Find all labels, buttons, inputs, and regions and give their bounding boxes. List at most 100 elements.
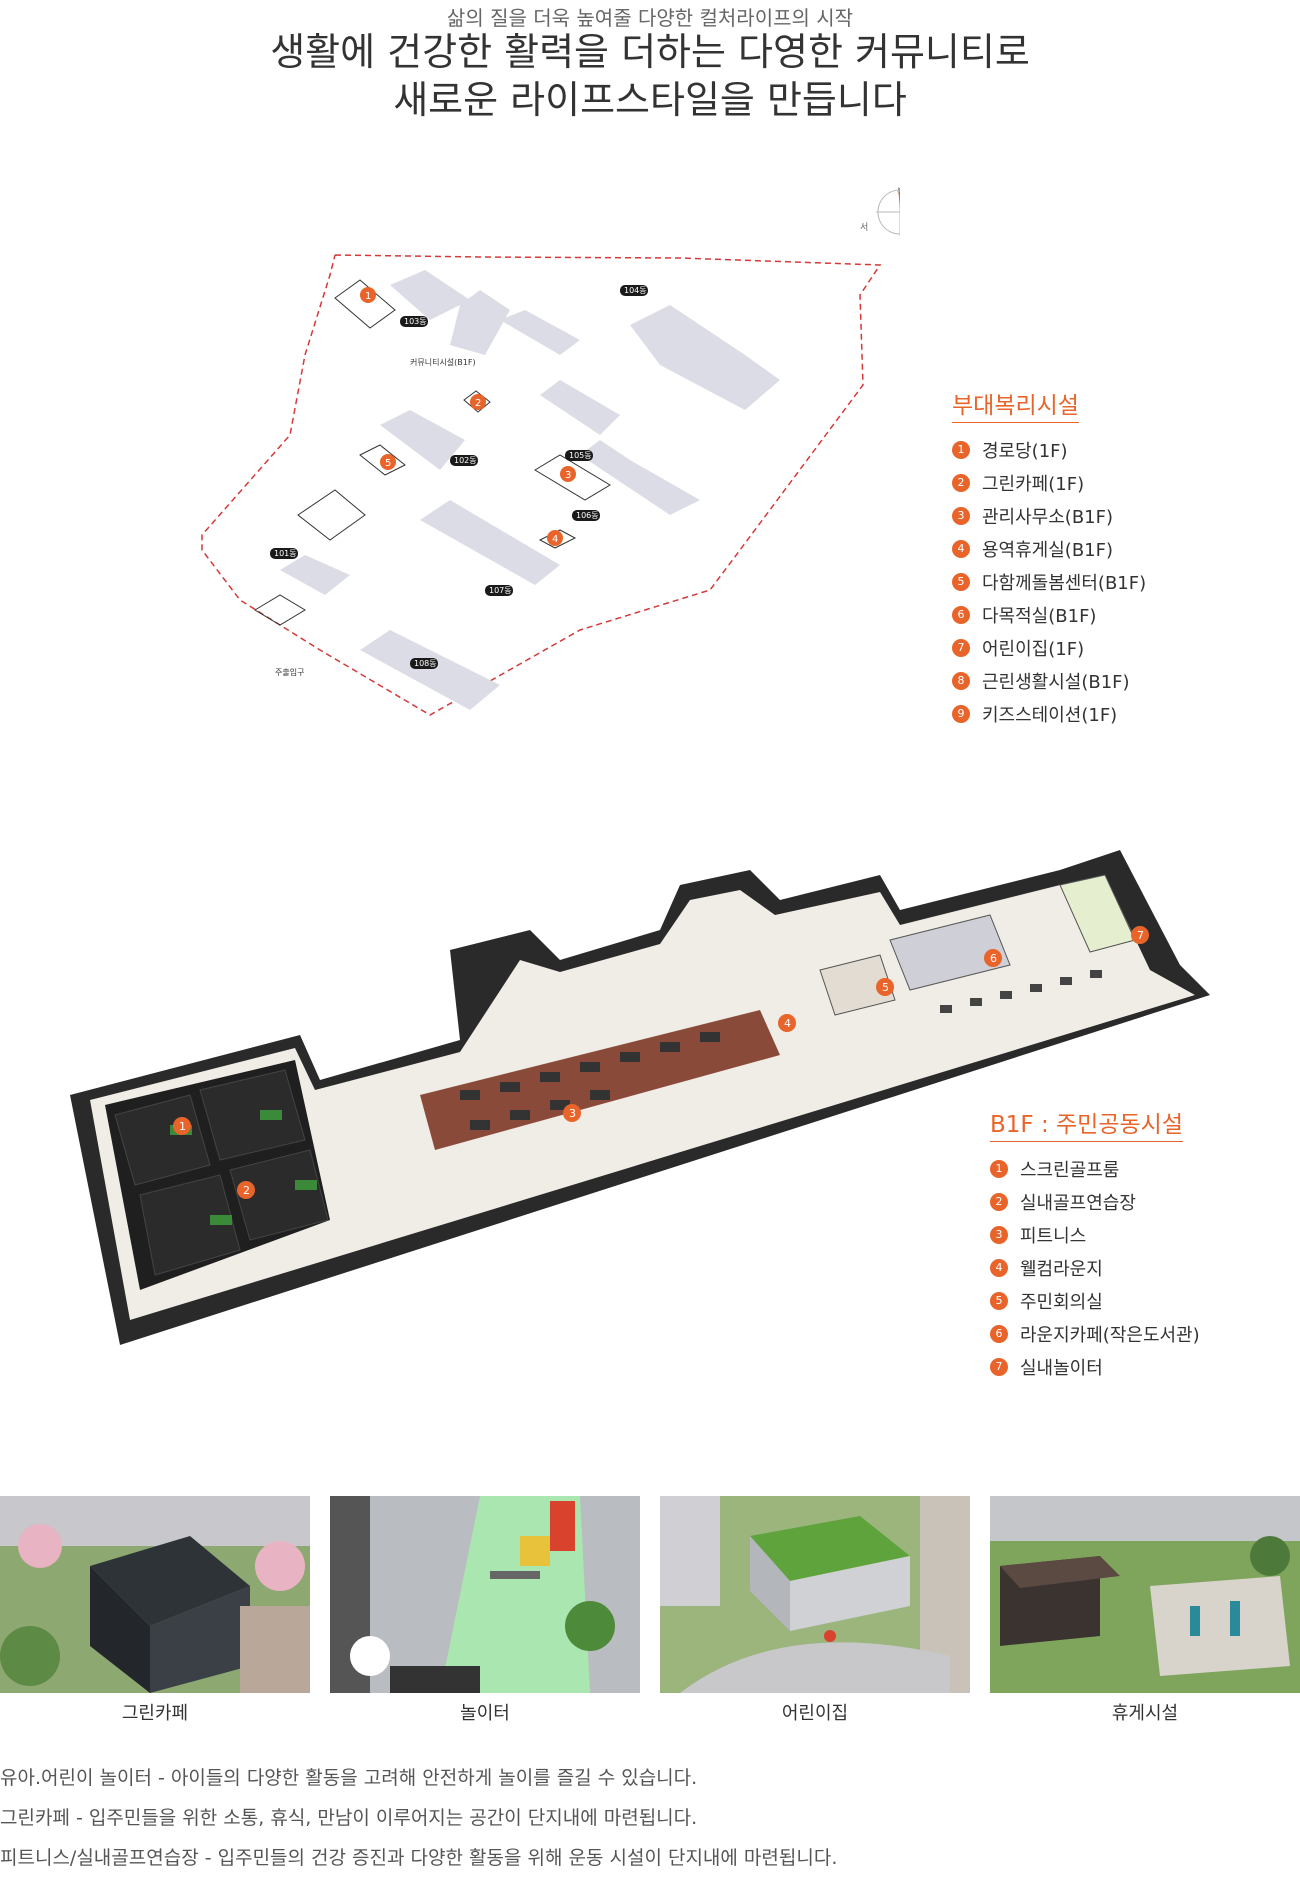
facility-item: 1 경로당(1F) <box>952 433 1146 466</box>
svg-text:4: 4 <box>784 1017 791 1030</box>
facility-item: 6 다목적실(B1F) <box>952 598 1146 631</box>
note-playground: 유아.어린이 놀이터 - 아이들의 다양한 활동을 고려해 안전하게 놀이를 즐… <box>0 1767 698 1789</box>
number-badge: 5 <box>990 1291 1008 1310</box>
title-line-1: 생활에 건강한 활력을 더하는 다영한 커뮤니티로 <box>270 30 1030 74</box>
photo-card-daycare: 어린이집 <box>660 1496 970 1725</box>
lounge-furniture <box>940 970 1102 1013</box>
facility-label: 다목적실(B1F) <box>982 605 1097 627</box>
photo-caption: 휴게시설 <box>1111 1703 1179 1724</box>
compass-icon: 북 남 동 서 <box>860 187 938 253</box>
svg-text:5: 5 <box>882 981 889 994</box>
building-labels: 103동 104동 102동 105동 101동 106동 107동 108동 … <box>270 285 648 677</box>
photo-gallery: 그린카페 놀이터 <box>0 1496 1300 1726</box>
notes: 유아.어린이 놀이터 - 아이들의 다양한 활동을 고려해 안전하게 놀이를 즐… <box>0 1765 1300 1885</box>
photo-caption: 어린이집 <box>781 1703 849 1724</box>
svg-text:3: 3 <box>565 470 571 481</box>
b1f-label: 실내놀이터 <box>1020 1357 1103 1379</box>
community-label: 커뮤니티시설(B1F) <box>410 357 476 367</box>
facility-label: 어린이집(1F) <box>982 638 1085 660</box>
b1f-item: 1 스크린골프룸 <box>990 1152 1200 1185</box>
number-badge: 7 <box>990 1357 1008 1376</box>
number-badge: 4 <box>990 1258 1008 1277</box>
photo-card-green-cafe: 그린카페 <box>0 1496 310 1725</box>
photo-daycare <box>660 1496 970 1693</box>
b1f-label: 스크린골프룸 <box>1020 1159 1120 1181</box>
label-106: 106동 <box>576 511 599 520</box>
photo-caption: 놀이터 <box>460 1703 510 1724</box>
photo-card-rest-area: 휴게시설 <box>990 1496 1300 1725</box>
number-badge: 8 <box>952 671 970 690</box>
facilities-title: 부대복리시설 <box>952 386 1079 423</box>
facility-label: 경로당(1F) <box>982 440 1068 462</box>
number-badge: 5 <box>952 572 970 591</box>
site-map: 북 남 동 서 <box>180 170 938 730</box>
facility-item: 7 어린이집(1F) <box>952 631 1146 664</box>
svg-text:5: 5 <box>385 458 391 469</box>
svg-text:3: 3 <box>569 1107 576 1120</box>
facility-label: 관리사무소(B1F) <box>982 506 1113 528</box>
photo-playground <box>330 1496 640 1693</box>
label-102: 102동 <box>454 456 477 465</box>
svg-text:2: 2 <box>243 1184 250 1197</box>
number-badge: 7 <box>952 638 970 657</box>
label-104: 104동 <box>624 286 647 295</box>
photo-green-cafe <box>0 1496 310 1693</box>
label-103: 103동 <box>404 317 427 326</box>
site-markers: 1 2 3 4 5 <box>360 287 576 546</box>
photo-card-playground: 놀이터 <box>330 1496 640 1725</box>
page-title: 생활에 건강한 활력을 더하는 다영한 커뮤니티로 새로운 라이프스타일을 만듭… <box>0 28 1300 124</box>
svg-text:2: 2 <box>475 398 481 409</box>
facility-label: 근린생활시설(B1F) <box>982 671 1130 693</box>
b1f-item: 7 실내놀이터 <box>990 1350 1200 1383</box>
number-badge: 1 <box>952 440 970 459</box>
number-badge: 2 <box>952 473 970 492</box>
compass-north: 북 <box>897 187 900 198</box>
photo-caption: 그린카페 <box>121 1703 189 1724</box>
floor-plan-svg: 1 2 3 4 5 6 7 <box>70 850 1210 1345</box>
note-fitness: 피트니스/실내골프연습장 - 입주민들의 건강 증진과 다양한 활동을 위해 운… <box>0 1847 838 1869</box>
number-badge: 6 <box>952 605 970 624</box>
note-green-cafe: 그린카페 - 입주민들을 위한 소통, 휴식, 만남이 이루어지는 공간이 단지… <box>0 1807 698 1829</box>
number-badge: 6 <box>990 1324 1008 1343</box>
entrance-main: 주출입구 <box>275 667 304 677</box>
photo-rest-area <box>990 1496 1300 1693</box>
b1f-label: 라운지카페(작은도서관) <box>1020 1324 1200 1346</box>
svg-text:1: 1 <box>179 1120 186 1133</box>
facility-label: 키즈스테이션(1F) <box>982 704 1118 726</box>
b1f-floor-plan: 1 2 3 4 5 6 7 <box>60 820 1220 1360</box>
number-badge: 1 <box>990 1159 1008 1178</box>
facility-item: 2 그린카페(1F) <box>952 466 1146 499</box>
label-107: 107동 <box>489 586 512 595</box>
facility-item: 8 근린생활시설(B1F) <box>952 664 1146 697</box>
label-101: 101동 <box>274 549 297 558</box>
facility-label: 다함께돌봄센터(B1F) <box>982 572 1147 594</box>
svg-text:4: 4 <box>552 534 558 545</box>
b1f-title: B1F : 주민공동시설 <box>990 1105 1183 1142</box>
svg-text:6: 6 <box>990 952 997 965</box>
b1f-label: 주민회의실 <box>1020 1291 1103 1313</box>
site-boundary <box>201 254 882 716</box>
facility-item: 5 다함께돌봄센터(B1F) <box>952 565 1146 598</box>
facility-outlines <box>254 279 611 626</box>
b1f-label: 웰컴라운지 <box>1020 1258 1103 1280</box>
facility-label: 그린카페(1F) <box>982 473 1085 495</box>
b1f-item: 5 주민회의실 <box>990 1284 1200 1317</box>
site-map-svg: 북 남 동 서 <box>201 187 938 716</box>
b1f-label: 실내골프연습장 <box>1020 1192 1136 1214</box>
b1f-item: 4 웰컴라운지 <box>990 1251 1200 1284</box>
facility-label: 용역휴게실(B1F) <box>982 539 1113 561</box>
label-108: 108동 <box>414 659 437 668</box>
b1f-item: 6 라운지카페(작은도서관) <box>990 1317 1200 1350</box>
compass-west: 서 <box>860 222 868 233</box>
svg-text:7: 7 <box>1137 929 1144 942</box>
b1f-label: 피트니스 <box>1020 1225 1087 1247</box>
title-line-2: 새로운 라이프스타일을 만듭니다 <box>393 78 907 122</box>
buildings <box>280 270 780 710</box>
gym-equipment <box>460 1032 720 1130</box>
